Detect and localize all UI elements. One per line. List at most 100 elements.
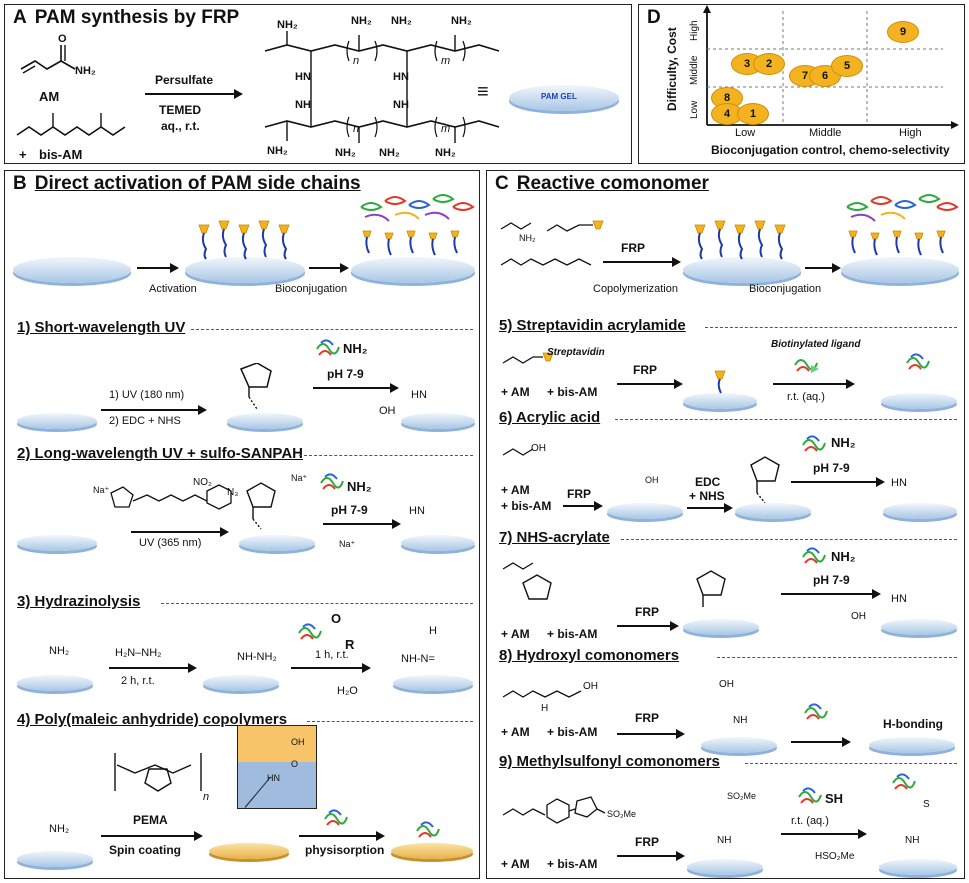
- c-s9-byproduct: HSO₂Me: [815, 851, 855, 862]
- b-s3-disk-3: [393, 675, 473, 691]
- b-s4-disk-1: [17, 851, 93, 867]
- pam-gel-label: PAM GEL: [541, 92, 577, 101]
- c-s9-monomer-so2me: SO₂Me: [607, 809, 636, 819]
- b-s2-n3: N₃: [227, 487, 239, 498]
- c-s6-product-hn: HN: [891, 477, 907, 489]
- network-nh-right: NH: [393, 99, 409, 111]
- b-s4-n: n: [203, 791, 210, 803]
- c-s6-nhs: + NHS: [689, 489, 725, 503]
- b-s4-arrow-2: [299, 831, 385, 841]
- c-copolymerization-arrow: [603, 257, 681, 267]
- b-s1-nhs-ester: [239, 363, 272, 410]
- c-s6-arrow-1: [563, 501, 603, 511]
- b-s3-nh2-start: NH₂: [49, 645, 70, 657]
- c-s6-protein-icon: [802, 435, 826, 452]
- b-s4-arrow-1: [101, 831, 203, 841]
- c-s8-arrow-2: [791, 737, 851, 747]
- panel-b-title: Direct activation of PAM side chains: [34, 173, 361, 194]
- c-s8-monomer-h: H: [541, 703, 549, 714]
- b-section-2-divider: [299, 455, 473, 456]
- c-overview-disk-2: [841, 257, 959, 283]
- b-s4-physisorption: physisorption: [305, 843, 385, 857]
- panel-d-x-tick-high: High: [899, 127, 922, 139]
- panel-a-title: PAM synthesis by FRP: [34, 7, 240, 28]
- network-nh2-6: NH₂: [335, 147, 356, 159]
- c-s8-monomer: [502, 690, 582, 698]
- b-s2-sulfo-sanpah: [110, 484, 232, 510]
- c-s7-arrow-1: [617, 621, 679, 631]
- c-s9-arrow-2: [781, 829, 867, 839]
- panel-d: D Difficulty, Cost Low Middle High Low M…: [638, 4, 965, 164]
- b-s4-cond: Spin coating: [109, 843, 181, 857]
- b-s3-hydrazide: NH-NH₂: [237, 651, 277, 663]
- network-nh2-4: NH₂: [451, 15, 472, 27]
- b-s1-cond-1: 1) UV (180 nm): [109, 389, 185, 401]
- c-section-6-label: 6) Acrylic acid: [499, 409, 601, 426]
- c-s9-monomer: [502, 796, 606, 824]
- c-s6-disk-2: [735, 503, 811, 519]
- panel-d-y-tick-middle: Middle: [689, 55, 700, 85]
- b-section-4-title: 4) Poly(maleic anhydride) copolymers: [17, 711, 287, 728]
- c-s6-oh: OH: [531, 443, 546, 454]
- c-s6-disk-3: [883, 503, 957, 519]
- c-s5-plus-bisam: + bis-AM: [547, 385, 598, 399]
- b-section-3-divider: [161, 603, 473, 604]
- c-s7-disk-2: [881, 619, 957, 635]
- c-s9-arrow-1: [617, 851, 685, 861]
- network-n-bottom: n: [353, 123, 360, 135]
- b-s2-na-2: Na⁺: [291, 473, 308, 483]
- b-s1-arrow-1: [101, 405, 207, 415]
- c-section-7-title: 7) NHS-acrylate: [499, 529, 610, 546]
- bisam-label: bis-AM: [39, 147, 83, 162]
- panel-d-x-tick-middle: Middle: [809, 127, 842, 139]
- b-section-2-title: 2) Long-wavelength UV + sulfo-SANPAH: [17, 445, 303, 462]
- c-s8-plus-bisam: + bis-AM: [547, 725, 598, 739]
- b-s4-pema-structure: [114, 753, 202, 792]
- b-s2-product-hn: HN: [409, 505, 425, 517]
- c-s7-arrow-2: [781, 589, 881, 599]
- b-overview-disk-2: [185, 257, 305, 283]
- b-s2-arrow-1: [131, 527, 229, 537]
- b-s1-protein-icon: [316, 339, 340, 356]
- b-s4-zoom-box: [237, 725, 317, 809]
- c-s6-arrow-3: [791, 477, 885, 487]
- b-s3-protein-icon: [298, 623, 322, 640]
- b-section-1-title: 1) Short-wavelength UV: [17, 319, 185, 336]
- network-nh2-1: NH₂: [277, 19, 298, 31]
- c-s5-disk-2: [881, 393, 957, 409]
- b-section-2-label: 2) Long-wavelength UV + sulfo-SANPAH: [17, 445, 303, 462]
- c-s8-hbond: H-bonding: [883, 717, 943, 731]
- b-overview-disk-3: [351, 257, 475, 283]
- c-s7-plus-bisam: + bis-AM: [547, 627, 598, 641]
- b-s3-reagent: H₂N–NH₂: [115, 647, 162, 659]
- c-frp-label: FRP: [621, 241, 645, 255]
- b-s2-disk-3: [401, 535, 475, 551]
- panel-d-badge-9: 9: [887, 21, 919, 43]
- b-s3-disk-2: [203, 675, 279, 691]
- panel-d-x-axis-title: Bioconjugation control, chemo-selectivit…: [711, 143, 950, 157]
- c-s8-plus-am: + AM: [501, 725, 530, 739]
- panel-d-x-tick-low: Low: [735, 127, 756, 139]
- c-s5-frp: FRP: [633, 363, 657, 377]
- c-s6-edc: EDC: [695, 475, 721, 489]
- c-s7-ester: [696, 570, 726, 607]
- c-s7-nhs-acrylate: [502, 562, 552, 600]
- b-s3-hydrazone: NH-N=: [401, 653, 435, 665]
- c-s8-frp: FRP: [635, 711, 659, 725]
- c-s9-cond: r.t. (aq.): [791, 815, 829, 827]
- b-s1-amine: NH₂: [343, 341, 368, 356]
- c-section-9-label: 9) Methylsulfonyl comonomers: [499, 753, 720, 770]
- c-s6-acid-oh: OH: [645, 475, 659, 485]
- c-s9-disk-2: [879, 859, 957, 875]
- b-s3-hydrazone-h: H: [429, 625, 437, 637]
- c-section-5-label: 5) Streptavidin acrylamide: [499, 317, 686, 334]
- b-section-1-divider: [191, 329, 473, 330]
- c-s7-disk-1: [683, 619, 759, 635]
- am-oxygen: O: [58, 33, 67, 45]
- pam-gel-disk: [509, 85, 619, 111]
- b-s3-water: H₂O: [337, 685, 358, 697]
- b-s2-cond: UV (365 nm): [139, 537, 202, 549]
